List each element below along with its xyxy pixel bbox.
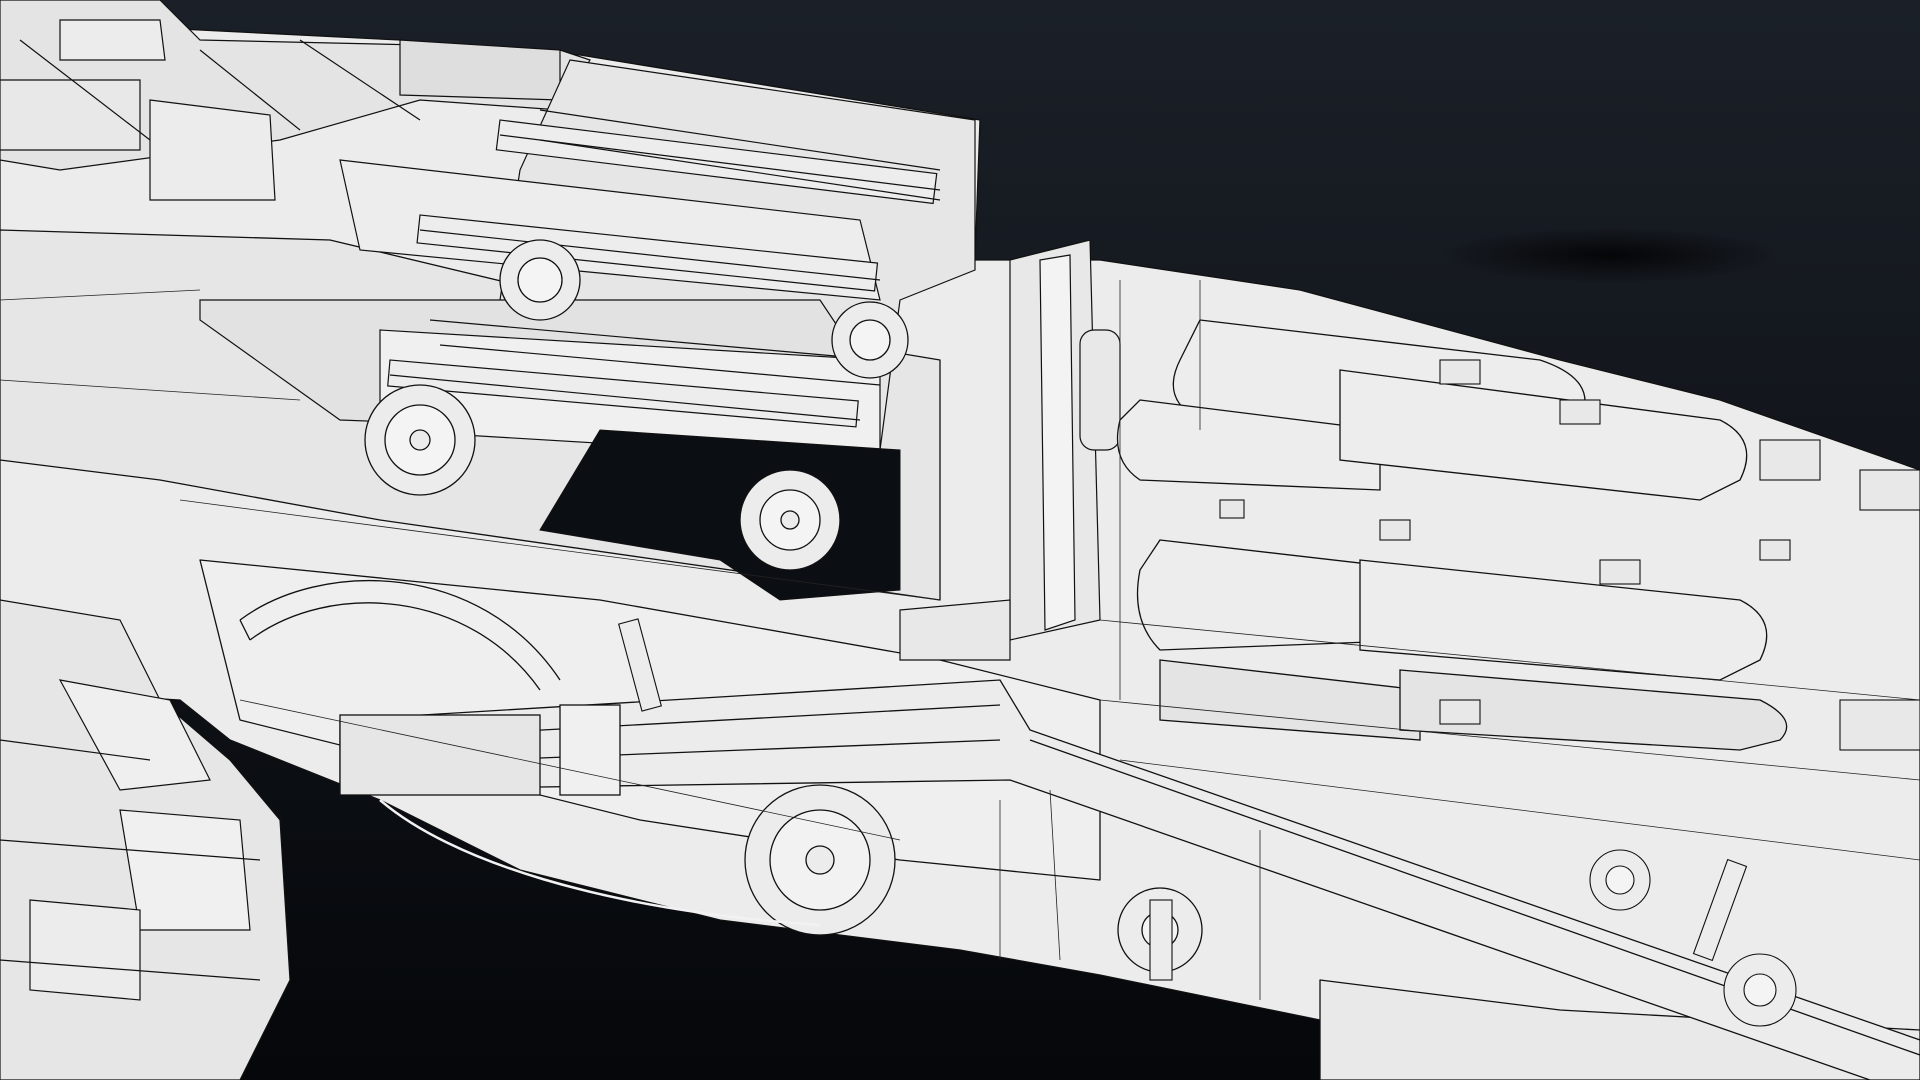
wheels [364,239,1203,973]
deck-fittings [1219,359,1920,751]
left-upper-blocks [0,0,591,201]
arc-rail [239,579,561,691]
hull-detail-lines [0,280,1920,1000]
ground-shadow [1440,227,1780,283]
diagonal-shaft [339,679,1920,1080]
lower-left-blocks [0,599,291,1080]
posts [618,618,1797,1027]
cable [379,799,821,927]
deck-slots [1116,319,1788,751]
